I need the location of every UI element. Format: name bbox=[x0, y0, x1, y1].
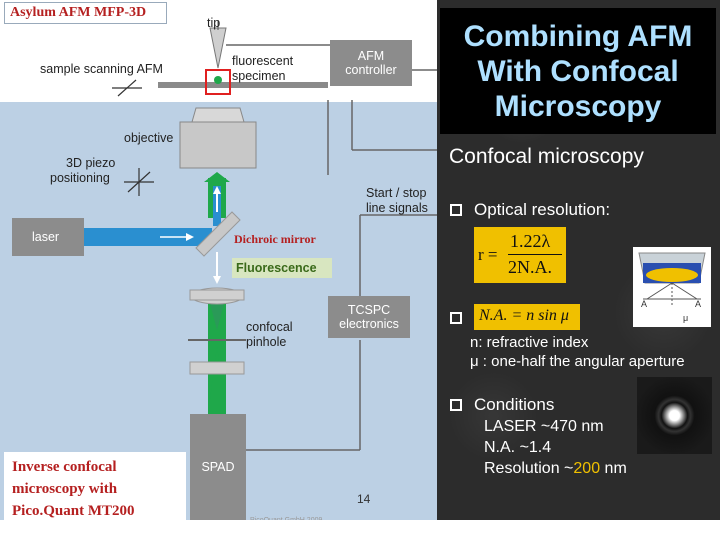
condition-laser: LASER ~470 nm bbox=[484, 418, 604, 436]
inverse-label-3: Pico.Quant MT200 bbox=[12, 503, 135, 520]
afm-controller-line2: controller bbox=[345, 63, 396, 77]
piezo-arrows bbox=[124, 168, 154, 196]
title-line-3: Microscopy bbox=[440, 89, 716, 124]
na-n-definition: n: refractive index bbox=[470, 334, 588, 351]
laser-box: laser bbox=[12, 218, 84, 256]
resolution-prefix: Resolution ~ bbox=[484, 460, 573, 477]
confocal-label-1: confocal bbox=[246, 320, 293, 334]
inverse-label-2: microscopy with bbox=[12, 481, 117, 498]
stage-arrows bbox=[112, 80, 142, 96]
lens-a-right: A bbox=[695, 299, 701, 309]
spad-label: SPAD bbox=[201, 460, 234, 474]
laser-label: laser bbox=[32, 230, 59, 244]
specimen-dot bbox=[214, 76, 222, 84]
tcspc-line2: electronics bbox=[339, 317, 399, 331]
bullet-1-checkbox-icon bbox=[450, 204, 462, 216]
lens-a-left: A bbox=[641, 299, 647, 309]
na-formula: N.A. = n sin μ bbox=[474, 304, 580, 330]
bullet-1: Optical resolution: bbox=[474, 200, 610, 220]
formula-r: r = bbox=[478, 245, 498, 265]
start-stop-label-2: line signals bbox=[366, 201, 428, 215]
condition-na: N.A. ~1.4 bbox=[484, 439, 551, 457]
tcspc-box: TCSPC electronics bbox=[328, 296, 410, 338]
bottom-strip bbox=[0, 520, 720, 540]
condition-resolution: Resolution ~200 nm bbox=[484, 460, 627, 478]
objective-label: objective bbox=[124, 131, 173, 145]
confocal-label-2: pinhole bbox=[246, 335, 286, 349]
dichroic-label: Dichroic mirror bbox=[234, 232, 316, 247]
afm-tip bbox=[210, 28, 226, 68]
tip-label: tip bbox=[207, 16, 220, 30]
page-number: 14 bbox=[357, 492, 370, 506]
inverse-label-1: Inverse confocal bbox=[12, 459, 117, 476]
sample-scanning-label: sample scanning AFM bbox=[40, 62, 163, 76]
resolution-suffix: nm bbox=[600, 460, 627, 477]
afm-controller-line1: AFM bbox=[358, 49, 384, 63]
airy-spot-image bbox=[637, 377, 712, 454]
lens-drawing bbox=[633, 247, 711, 327]
slide-title: Combining AFM With Confocal Microscopy bbox=[440, 8, 716, 134]
start-stop-label-1: Start / stop bbox=[366, 186, 426, 200]
title-line-2: With Confocal bbox=[440, 54, 716, 89]
fluorescent-label: fluorescent bbox=[232, 54, 293, 68]
bullet-2: Conditions bbox=[474, 395, 554, 415]
lens-mu: μ bbox=[683, 313, 688, 323]
bullet-2-checkbox-icon bbox=[450, 399, 462, 411]
na-formula-text: N.A. = n sin μ bbox=[479, 307, 569, 325]
formula-numerator: 1.22λ bbox=[510, 231, 550, 252]
afm-controller-box: AFM controller bbox=[330, 40, 412, 86]
spad-box: SPAD bbox=[190, 414, 246, 520]
formula-bar bbox=[508, 254, 562, 255]
piezo-label-2: positioning bbox=[50, 171, 110, 185]
bullet-na-checkbox-icon bbox=[450, 312, 462, 324]
piezo-label-1: 3D piezo bbox=[66, 156, 115, 170]
resolution-formula: r = 1.22λ 2N.A. bbox=[474, 227, 566, 283]
specimen-label: specimen bbox=[232, 69, 286, 83]
lens-illustration: A A μ bbox=[633, 247, 711, 327]
section-heading: Confocal microscopy bbox=[449, 145, 644, 169]
resolution-value: 200 bbox=[573, 460, 600, 477]
fluorescence-label: Fluorescence bbox=[236, 261, 317, 275]
na-mu-definition: μ : one-half the angular aperture bbox=[470, 353, 685, 370]
formula-denominator: 2N.A. bbox=[508, 257, 552, 278]
title-line-1: Combining AFM bbox=[440, 19, 716, 54]
tcspc-line1: TCSPC bbox=[348, 303, 390, 317]
objective-lens bbox=[192, 108, 244, 122]
